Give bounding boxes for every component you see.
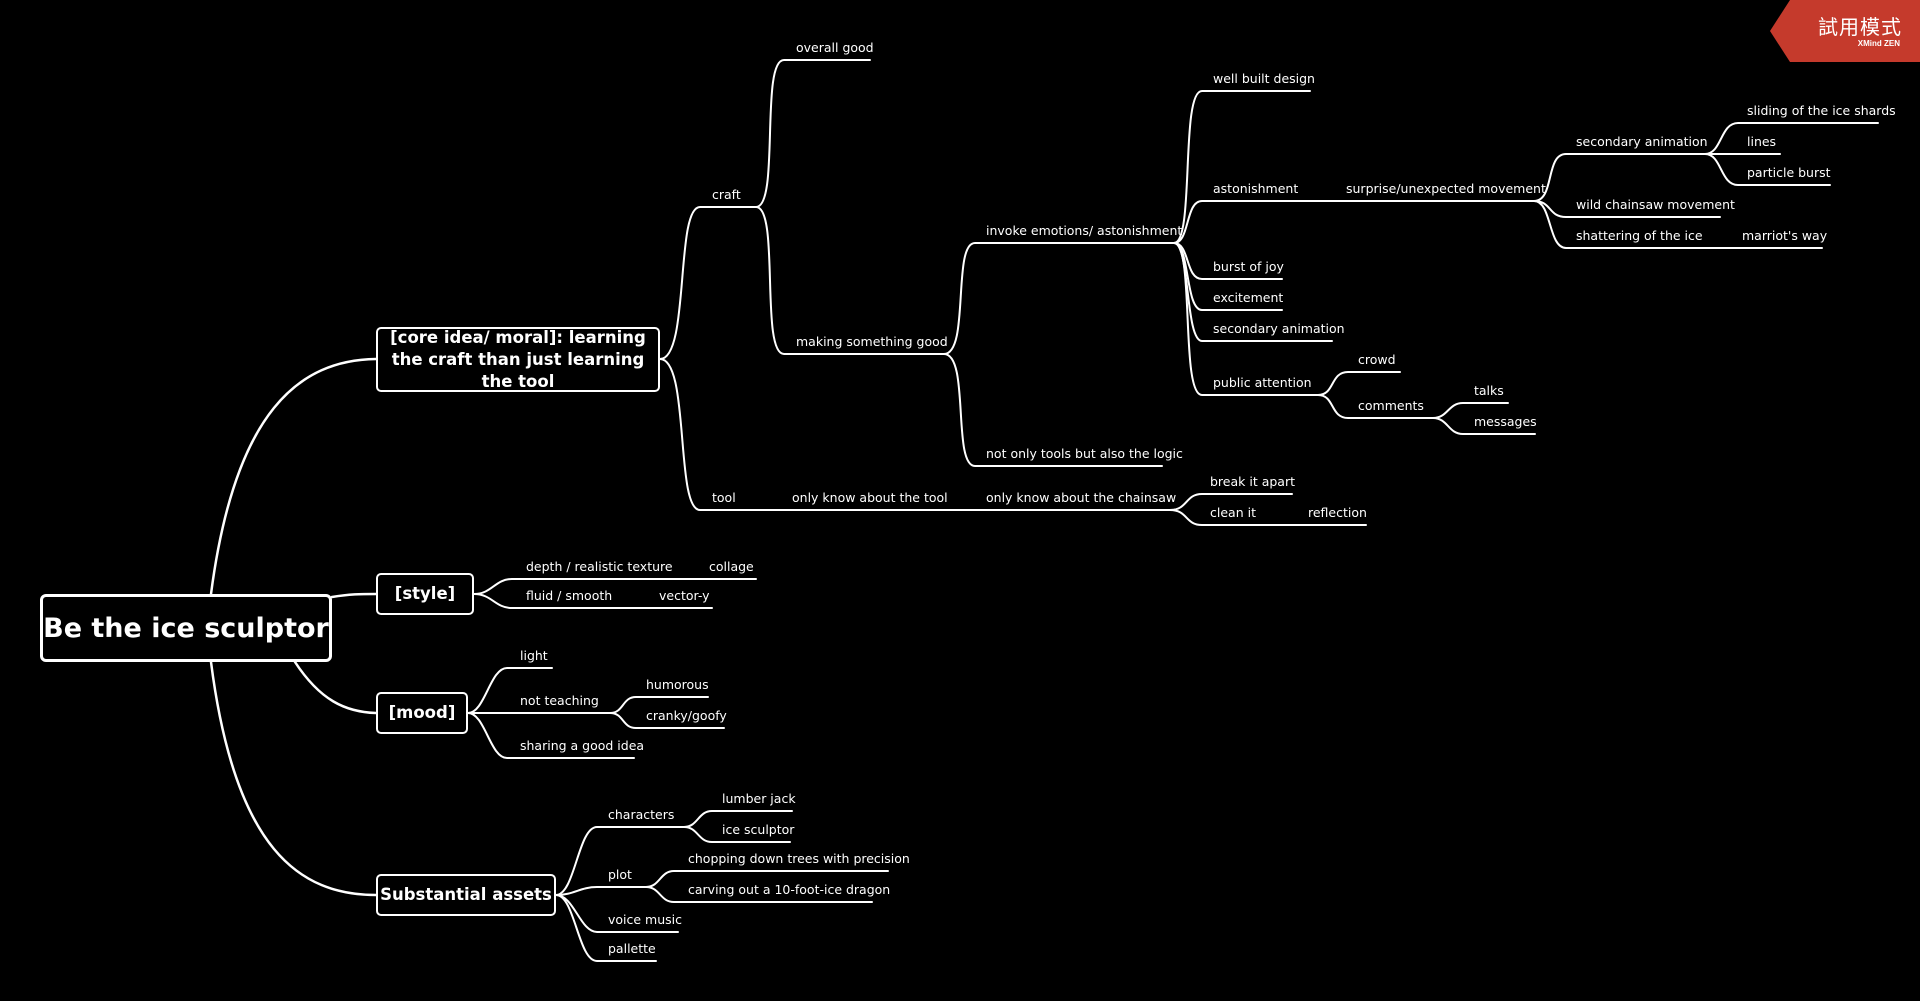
connector-line [1704,122,1879,155]
connector-line [467,667,553,714]
connector-line [1317,371,1401,396]
connector-line [1173,242,1319,396]
node-plot[interactable]: plot [608,867,632,882]
node-public-attention[interactable]: public attention [1213,375,1312,390]
connector-line [609,712,725,729]
connector-line [1432,417,1536,435]
trial-mode-label: 試用模式 [1818,15,1902,39]
connector-line [467,712,635,759]
node-tool[interactable]: tool [712,490,736,505]
node-voice-music[interactable]: voice music [608,912,683,927]
node-particle-burst[interactable]: particle burst [1747,165,1831,180]
connector-line [1173,90,1311,244]
node-shattering-ice[interactable]: shattering of the ice [1576,228,1703,243]
connector-line [659,206,757,360]
node-depth-texture[interactable]: depth / realistic texture [526,559,673,574]
connector-line [755,206,945,355]
node-collage[interactable]: collage [709,559,754,574]
node-vector-y[interactable]: vector-y [659,588,710,603]
connector-line [943,242,1175,355]
node-not-only-tools[interactable]: not only tools but also the logic [986,446,1183,461]
node-lumber-jack[interactable]: lumber jack [722,791,796,806]
topic-mood[interactable]: [mood] [376,692,468,734]
connector-line [555,826,685,896]
connector-line [330,592,378,599]
node-light[interactable]: light [520,648,548,663]
connector-line [1317,394,1434,419]
connector-line [1169,509,1367,526]
node-sharing-good-idea[interactable]: sharing a good idea [520,738,645,753]
connector-line [1173,200,1535,244]
node-overall-good[interactable]: overall good [796,40,874,55]
node-cranky-goofy[interactable]: cranky/goofy [646,708,727,723]
node-talks[interactable]: talks [1474,383,1504,398]
node-excitement[interactable]: excitement [1213,290,1284,305]
node-clean-it[interactable]: clean it [1210,505,1256,520]
connector-line [1533,200,1823,249]
node-crowd[interactable]: crowd [1358,352,1396,367]
root-topic[interactable]: Be the ice sculptor [40,594,332,662]
badge-ribbon-shape [1770,0,1920,62]
node-making-something-good[interactable]: making something good [796,334,948,349]
node-sliding-ice-shards[interactable]: sliding of the ice shards [1747,103,1896,118]
brand-label: XMind ZEN [1857,39,1900,48]
connector-line [659,358,781,511]
node-marriots-way[interactable]: marriot's way [1742,228,1828,243]
node-invoke-emotions[interactable]: invoke emotions/ astonishment [986,223,1183,238]
connector-line [293,660,378,715]
node-well-built-design[interactable]: well built design [1213,71,1315,86]
node-secondary-animation-sub[interactable]: secondary animation [1576,134,1708,149]
connector-line [683,826,791,843]
node-only-know-tool[interactable]: only know about the tool [792,490,948,505]
connector-line [473,578,757,595]
connector-line [555,886,647,896]
node-lines[interactable]: lines [1747,134,1777,149]
connector-line [645,886,873,903]
node-break-it-apart[interactable]: break it apart [1210,474,1296,489]
node-characters[interactable]: characters [608,807,675,822]
connector-line [473,593,713,609]
connector-line [555,894,657,962]
connector-line [1533,153,1706,202]
node-messages[interactable]: messages [1474,414,1537,429]
node-ice-sculptor[interactable]: ice sculptor [722,822,795,837]
node-humorous[interactable]: humorous [646,677,709,692]
node-reflection[interactable]: reflection [1308,505,1367,520]
topic-style[interactable]: [style] [376,573,474,615]
node-chopping-trees[interactable]: chopping down trees with precision [688,851,910,866]
node-fluid-smooth[interactable]: fluid / smooth [526,588,613,603]
connector-line [209,357,378,596]
node-surprise-movement[interactable]: surprise/unexpected movement [1346,181,1546,196]
topic-core-idea[interactable]: [core idea/ moral]: learning the craft t… [376,327,660,392]
topic-substantial-assets[interactable]: Substantial assets [376,874,556,916]
node-astonishment[interactable]: astonishment [1213,181,1299,196]
node-burst-of-joy[interactable]: burst of joy [1213,259,1284,274]
node-comments[interactable]: comments [1358,398,1424,413]
node-wild-chainsaw[interactable]: wild chainsaw movement [1576,197,1735,212]
node-pallette[interactable]: pallette [608,941,656,956]
node-secondary-animation[interactable]: secondary animation [1213,321,1345,336]
connector-line [1704,153,1831,186]
node-only-know-chainsaw[interactable]: only know about the chainsaw [986,490,1177,505]
node-craft[interactable]: craft [712,187,741,202]
node-carving-dragon[interactable]: carving out a 10-foot-ice dragon [688,882,891,897]
connector-line [209,660,378,897]
connector-line [755,59,871,208]
node-not-teaching[interactable]: not teaching [520,693,599,708]
connector-line [943,353,1163,467]
trial-mode-badge[interactable]: 試用模式 XMind ZEN [1768,0,1920,62]
